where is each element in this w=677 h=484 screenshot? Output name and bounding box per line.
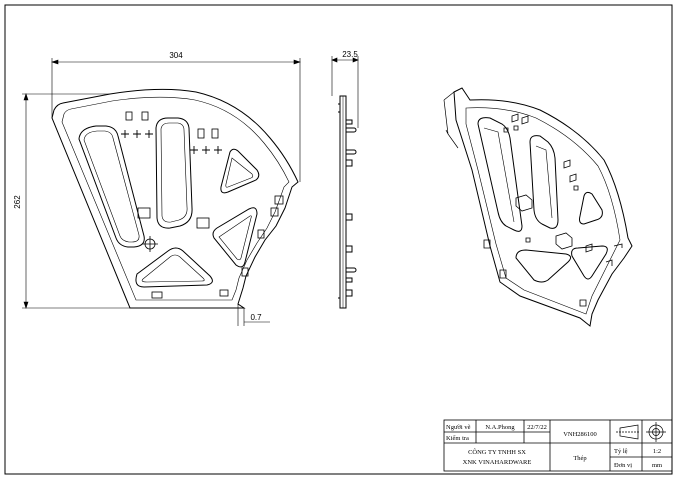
front-view-dimensions — [22, 58, 301, 326]
front-view — [51, 88, 299, 309]
material: Thép — [573, 455, 586, 462]
rivet-marks — [121, 130, 222, 154]
dimension-width: 304 — [169, 51, 183, 60]
dimension-offset: 0.7 — [250, 313, 262, 322]
front-view-inner-edge — [61, 96, 290, 301]
isometric-back-edge — [443, 91, 459, 149]
slot-center-inner — [160, 122, 188, 223]
slot-left — [78, 125, 145, 248]
dimension-thickness: 23.5 — [342, 50, 358, 59]
drawn-by-label: Người vẽ — [446, 424, 471, 431]
isometric-outline — [453, 87, 633, 327]
isometric-triangle-right — [579, 191, 603, 225]
isometric-triangle-bottom — [515, 249, 572, 283]
side-view-dimensions — [331, 56, 359, 128]
isometric-slot-left — [477, 117, 523, 232]
triangle-lower-right — [212, 207, 258, 268]
projection-symbol-icon — [616, 422, 666, 442]
scale-label: Tỷ lệ — [614, 448, 628, 455]
side-view — [338, 95, 357, 309]
isometric-tabs — [483, 113, 623, 307]
triangle-bottom-inner — [141, 254, 205, 283]
company-name-line2: XNK VINAHARDWARE — [463, 459, 532, 466]
triangle-bottom — [135, 247, 213, 288]
unit-label: Đơn vị — [614, 462, 632, 469]
front-view-outline — [51, 88, 299, 309]
dimension-height: 262 — [13, 195, 22, 209]
triangle-lower-right-inner — [218, 215, 252, 261]
small-window-holes — [125, 111, 284, 299]
isometric-view — [443, 87, 633, 327]
slot-left-inner — [83, 130, 140, 243]
sheet-border — [4, 4, 673, 475]
center-mark — [142, 236, 158, 252]
title-block — [443, 419, 673, 472]
isometric-inner-edge — [465, 107, 621, 315]
unit-value: mm — [652, 462, 662, 469]
checked-by-label: Kiểm tra — [446, 435, 469, 442]
triangle-upper-right — [220, 148, 260, 194]
company-name-line1: CÔNG TY TNHH SX — [468, 448, 526, 456]
drawing-number: VNH286100 — [563, 431, 597, 438]
slot-center — [155, 117, 193, 229]
scale-value: 1:2 — [653, 448, 661, 455]
isometric-slot-center — [529, 135, 559, 229]
drawing-date: 22/7/22 — [527, 424, 547, 431]
drawn-by-name: N.A.Phong — [485, 424, 515, 431]
triangle-upper-right-inner — [225, 157, 254, 188]
isometric-triangle-lower — [571, 245, 608, 280]
